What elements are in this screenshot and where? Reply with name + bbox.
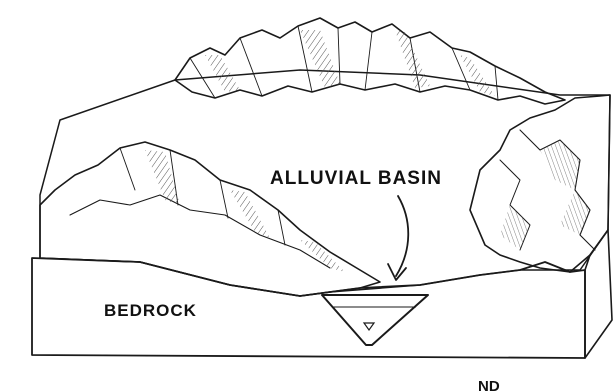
label-bedrock: BEDROCK [104, 301, 197, 320]
label-alluvial-basin: ALLUVIAL BASIN [270, 168, 442, 189]
label-partial-caption: ND [478, 378, 500, 392]
caption-bar [300, 362, 616, 392]
